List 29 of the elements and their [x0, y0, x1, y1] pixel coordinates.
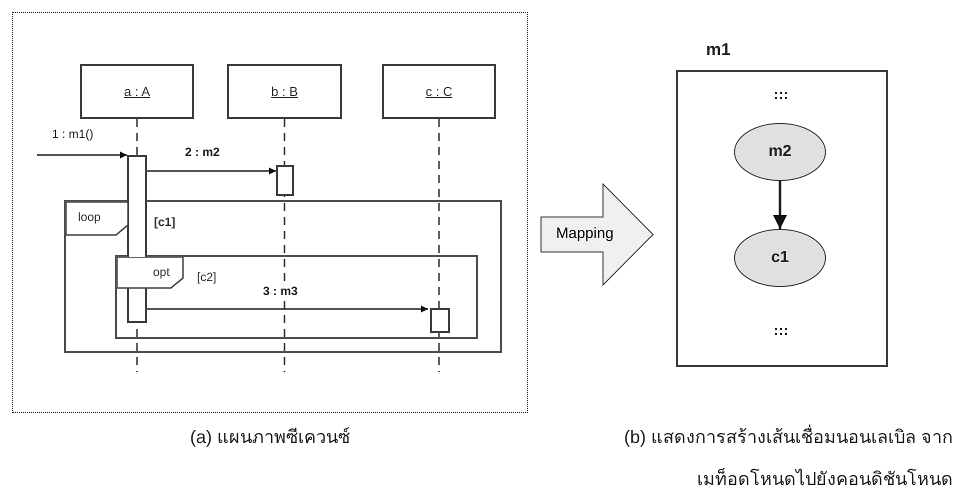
- message-label: 3 : m3: [263, 284, 298, 298]
- guard-condition: [c2]: [197, 270, 216, 284]
- message-label: 1 : m1(): [52, 127, 94, 141]
- message-arrow: [37, 152, 127, 158]
- object-box: [382, 64, 496, 119]
- figure-caption: (b) แสดงการสร้างเส้นเชื่อมนอนเลเบิล จากเมท็อดโหนดไปยังคอนดิชันโหนด: [624, 427, 953, 489]
- activation-bar: [430, 308, 450, 333]
- message-label: 2 : m2: [185, 145, 220, 159]
- object-box: [227, 64, 342, 119]
- guard-condition: [c1]: [154, 215, 176, 229]
- message-arrow: [147, 168, 276, 174]
- combined-fragment: [64, 200, 502, 353]
- node-label: c1: [771, 248, 789, 268]
- block-arrow: [540, 183, 654, 286]
- object-name: b : B: [271, 82, 298, 101]
- node-label: m2: [768, 142, 792, 162]
- arrow-label: Mapping: [556, 224, 614, 244]
- combined-fragment: [115, 255, 478, 339]
- diagram-frame: [12, 12, 528, 413]
- object-name: c : C: [426, 82, 452, 101]
- message-arrow: [147, 306, 428, 312]
- fragment-operator: opt: [153, 264, 170, 281]
- fragment-operator: loop: [78, 209, 101, 226]
- object-box: [80, 64, 194, 119]
- method-name: m1: [706, 39, 731, 61]
- activation-bar: [276, 165, 294, 196]
- figure-caption: (a) แผนภาพซีเควนซ์: [190, 427, 350, 447]
- object-name: a : A: [124, 82, 150, 101]
- message-arrow: [773, 181, 787, 229]
